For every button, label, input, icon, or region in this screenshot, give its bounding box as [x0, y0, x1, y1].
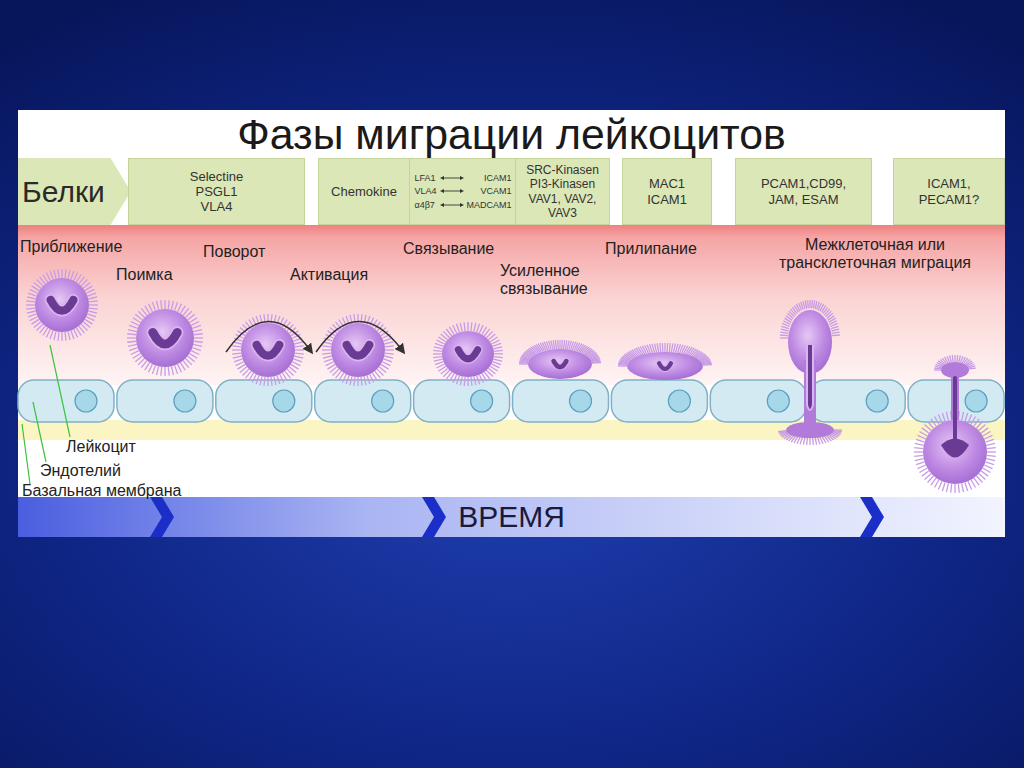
protein-box: MAC1ICAM1 [622, 158, 712, 225]
leukocyte-transmigrating [778, 300, 842, 445]
panel [18, 110, 1005, 537]
protein-box: SRC-KinasenPI3-KinasenVAV1, VAV2,VAV3 [515, 158, 610, 225]
leukocyte [433, 322, 503, 386]
leukocyte-transmigrated [914, 355, 996, 493]
vessel-lumen [18, 225, 1005, 385]
binding-arrow [439, 201, 465, 209]
endothelial-cell [513, 380, 609, 422]
protein-name: PSGL1 [196, 184, 238, 199]
protein-name: ICAM1, [927, 176, 970, 191]
protein-name: ICAM1 [467, 173, 512, 184]
leukocyte [618, 343, 712, 380]
phase-label: Усиленное связывание [500, 262, 612, 299]
endothelial-cell [414, 380, 510, 422]
leukocyte [519, 340, 601, 379]
protein-name: α4β7 [414, 200, 436, 211]
endothelial-cell [809, 380, 905, 422]
protein-name: PECAM1? [919, 192, 980, 207]
time-band: ВРЕМЯ [18, 497, 1005, 537]
rotation-arrow [316, 321, 402, 352]
protein-arrow: Белки [18, 158, 131, 225]
endothelial-cell [18, 380, 114, 422]
part-label: Лейкоцит [66, 438, 136, 456]
phase-label: Межклеточная или трансклеточная миграция [770, 236, 980, 273]
rotation-arrow [226, 321, 310, 352]
time-label: ВРЕМЯ [458, 499, 565, 534]
endothelial-cell [117, 380, 213, 422]
protein-name: Selectine [190, 169, 243, 184]
protein-name: VAV1, VAV2, [529, 192, 597, 206]
leukocytes [26, 269, 996, 493]
protein-name: VLA4 [414, 186, 436, 197]
part-label: Базальная мембрана [22, 482, 181, 500]
protein-name: PCAM1,CD99, [761, 176, 846, 191]
protein-name: Chemokine [331, 184, 397, 199]
binding-arrow [439, 174, 465, 182]
endothelial-cell [710, 380, 806, 422]
protein-box: Chemokine [318, 158, 410, 225]
endothelial-cell [611, 380, 707, 422]
leukocyte [322, 314, 394, 386]
protein-name: MADCAM1 [467, 200, 512, 211]
protein-name: PI3-Kinasen [530, 177, 595, 191]
protein-box: ICAM1,PECAM1? [893, 158, 1005, 225]
protein-name: SRC-Kinasen [526, 163, 599, 177]
phase-label: Поворот [203, 243, 265, 261]
protein-box: LFA1 ICAM1VLA4 VCAM1 α4β7 MADCAM1 [409, 158, 516, 225]
basement-membrane [18, 420, 1005, 440]
binding-arrow [439, 187, 465, 195]
protein-name: MAC1 [649, 176, 685, 191]
protein-name: VCAM1 [467, 186, 512, 197]
endothelial-cell [216, 380, 312, 422]
row-heading: Белки [22, 174, 105, 209]
phase-label: Связывание [403, 240, 494, 258]
slide-title: Фазы миграции лейкоцитов [18, 110, 1005, 158]
phase-label: Поимка [116, 266, 173, 284]
leukocyte [26, 269, 98, 341]
endothelial-cell [315, 380, 411, 422]
part-label: Эндотелий [40, 462, 121, 480]
phase-label: Прилипание [605, 240, 697, 258]
leukocyte [127, 300, 203, 376]
protein-name: JAM, ESAM [768, 192, 838, 207]
protein-name: ICAM1 [647, 192, 687, 207]
protein-box: SelectinePSGL1VLA4 [128, 158, 305, 225]
protein-box: PCAM1,CD99,JAM, ESAM [735, 158, 872, 225]
protein-name: LFA1 [414, 173, 436, 184]
phase-label: Приближение [20, 238, 122, 256]
protein-name: VAV3 [548, 206, 577, 220]
protein-name: VLA4 [201, 199, 233, 214]
leukocyte [232, 314, 304, 386]
endothelium [18, 380, 1004, 422]
phase-label: Активация [290, 266, 368, 284]
